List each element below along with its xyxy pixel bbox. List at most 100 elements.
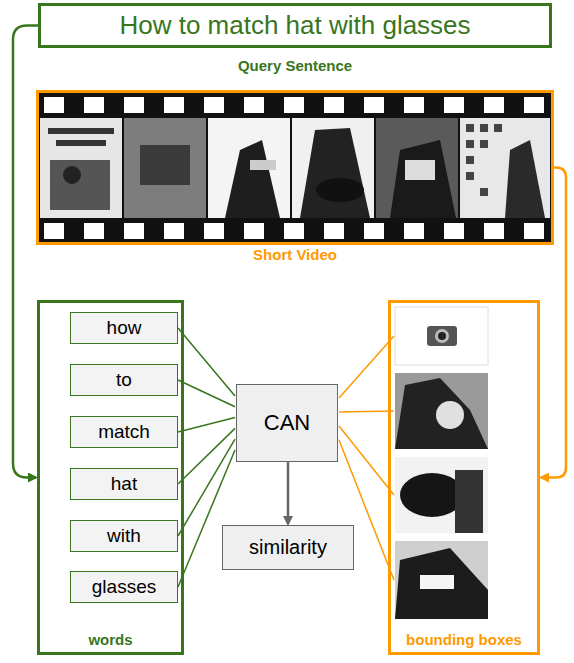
drawing-part (438, 332, 446, 340)
drawing-part (204, 97, 224, 113)
drawing-part (444, 223, 464, 239)
drawing-part (250, 160, 276, 170)
drawing-part (480, 140, 488, 148)
node-text: similarity (249, 536, 327, 559)
drawing-part (466, 172, 474, 180)
connector (178, 439, 235, 536)
connector (178, 418, 235, 432)
drawing-part (124, 97, 144, 113)
node-box: match (70, 416, 178, 448)
drawing-part (466, 124, 502, 196)
drawing-part (44, 223, 64, 239)
drawing-part (84, 223, 104, 239)
connector (178, 380, 235, 407)
drawing-part (292, 118, 374, 218)
drawing-part (63, 166, 81, 184)
drawing-part (124, 223, 144, 239)
drawing-part (244, 223, 264, 239)
drawing-part (435, 329, 449, 343)
node-box: similarity (222, 525, 354, 570)
drawing-part (395, 457, 488, 533)
node-text: hat (111, 473, 137, 495)
drawing-part (404, 223, 424, 239)
drawing-part (460, 118, 550, 218)
connector (178, 328, 235, 396)
drawing-part (390, 140, 456, 218)
drawing-part (427, 326, 457, 346)
node-box: how (70, 312, 178, 344)
drawing-part (400, 473, 464, 517)
drawing-part (225, 140, 280, 218)
node-text: with (107, 525, 141, 547)
node-box: How to match hat with glassesQuery Sente… (38, 3, 552, 48)
drawing-part (204, 223, 224, 239)
drawing-part (339, 336, 394, 398)
drawing-part (405, 160, 435, 180)
drawing-part (395, 307, 488, 365)
drawing-part (395, 548, 488, 619)
drawing-part (56, 140, 106, 146)
drawing-part (208, 118, 290, 218)
node-caption: Short Video (19, 246, 571, 263)
drawing-part (505, 140, 545, 218)
drawing-part (466, 156, 474, 164)
drawing-part (124, 118, 206, 218)
node-box: CAN (236, 384, 338, 462)
drawing-part (455, 470, 483, 533)
drawing-part (284, 97, 304, 113)
node-text: to (116, 369, 132, 391)
drawing-part (480, 124, 488, 132)
drawing-part (364, 97, 384, 113)
node-box: Short Video (36, 90, 554, 245)
drawing-part (284, 223, 304, 239)
node-box: with (70, 520, 178, 552)
drawing-part (466, 124, 474, 132)
connector (13, 26, 38, 478)
drawing-part (524, 97, 544, 113)
drawing-part (84, 97, 104, 113)
drawing-part (484, 97, 504, 113)
drawing-part (44, 97, 64, 113)
node-text: How to match hat with glasses (119, 10, 470, 41)
drawing-part (436, 401, 464, 429)
drawing-part (124, 118, 206, 218)
node-text: glasses (92, 576, 156, 598)
drawing-part (316, 178, 364, 202)
node-box: wordshowtomatchhatwithglasses (37, 300, 184, 655)
node-caption: words (20, 631, 201, 648)
drawing-part (494, 124, 502, 132)
bounding-box-images (395, 307, 488, 619)
drawing-part (480, 188, 488, 196)
node-box: bounding boxes (388, 300, 540, 655)
node-box: glasses (70, 571, 178, 603)
node-text: how (107, 317, 142, 339)
drawing-part (395, 378, 488, 449)
drawing-part (300, 128, 370, 218)
drawing-part (48, 128, 114, 134)
film-strip (38, 92, 552, 243)
node-text: match (98, 421, 150, 443)
node-caption: bounding boxes (371, 631, 557, 648)
drawing-part (444, 97, 464, 113)
connector (287, 462, 290, 524)
drawing-part (339, 411, 394, 412)
drawing-part (164, 223, 184, 239)
connector (178, 428, 235, 484)
drawing-part (395, 373, 488, 449)
drawing-part (324, 223, 344, 239)
drawing-part (50, 160, 110, 210)
drawing-part (466, 140, 474, 148)
drawing-part (364, 223, 384, 239)
node-caption: Query Sentence (21, 57, 569, 74)
drawing-part (420, 575, 454, 589)
node-box: hat (70, 468, 178, 500)
drawing-part (524, 223, 544, 239)
drawing-part (244, 97, 264, 113)
drawing-part (376, 118, 458, 218)
drawing-part (324, 97, 344, 113)
drawing-part (404, 97, 424, 113)
node-box: to (70, 364, 178, 396)
drawing-part (395, 541, 488, 619)
drawing-part (38, 92, 552, 243)
drawing-part (40, 118, 122, 218)
